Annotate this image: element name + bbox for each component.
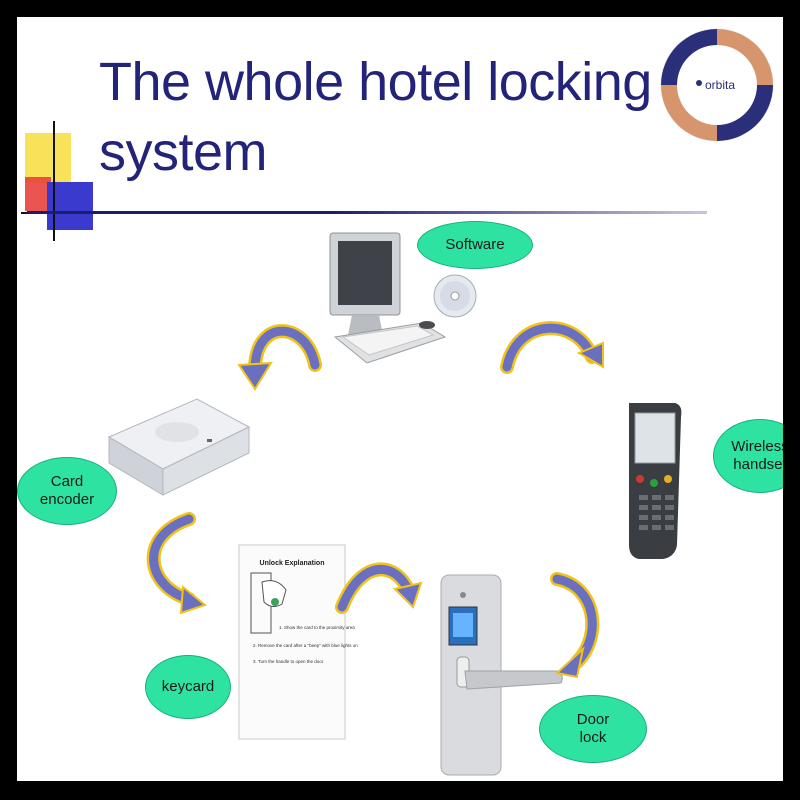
card-encoder-label: Card encoder xyxy=(17,457,117,525)
wireless-handset-label: Wireless handset xyxy=(713,419,783,493)
wireless-handset-icon xyxy=(629,403,682,559)
door-lock-icon xyxy=(440,574,563,776)
keycard-icon: Unlock Explanation 1. Show the card to t… xyxy=(238,544,358,740)
diagram-canvas: orbita xyxy=(107,28,774,776)
slide: The whole hotel locking system orbita xyxy=(17,17,783,781)
software-label: Software xyxy=(417,221,533,269)
card-encoder-icon xyxy=(107,398,251,496)
logo-text: orbita xyxy=(705,78,735,92)
orbita-logo: orbita xyxy=(660,28,774,142)
keycard-step-1: 1. Show the card to the proximity area xyxy=(279,625,355,630)
arrow-handset-to-door xyxy=(550,572,600,679)
computer-icon xyxy=(329,232,447,364)
keycard-label: keycard xyxy=(145,655,231,719)
arrow-keycard-to-door xyxy=(335,562,423,614)
arrow-encoder-to-keycard xyxy=(146,512,208,615)
keycard-heading: Unlock Explanation xyxy=(260,560,325,567)
title-divider xyxy=(27,211,707,214)
arrow-computer-to-encoder xyxy=(237,324,322,391)
page-title: The whole hotel locking system xyxy=(99,52,652,182)
software-cd-icon xyxy=(433,274,477,318)
flow-arrows xyxy=(146,321,604,679)
door-lock-label: Door lock xyxy=(539,695,647,763)
keycard-step-3: 3. Turn the handle to open the door xyxy=(253,659,324,664)
arrow-computer-to-handset xyxy=(500,321,604,374)
keycard-step-2: 2. Remove the card after a "beep" with b… xyxy=(253,643,358,648)
